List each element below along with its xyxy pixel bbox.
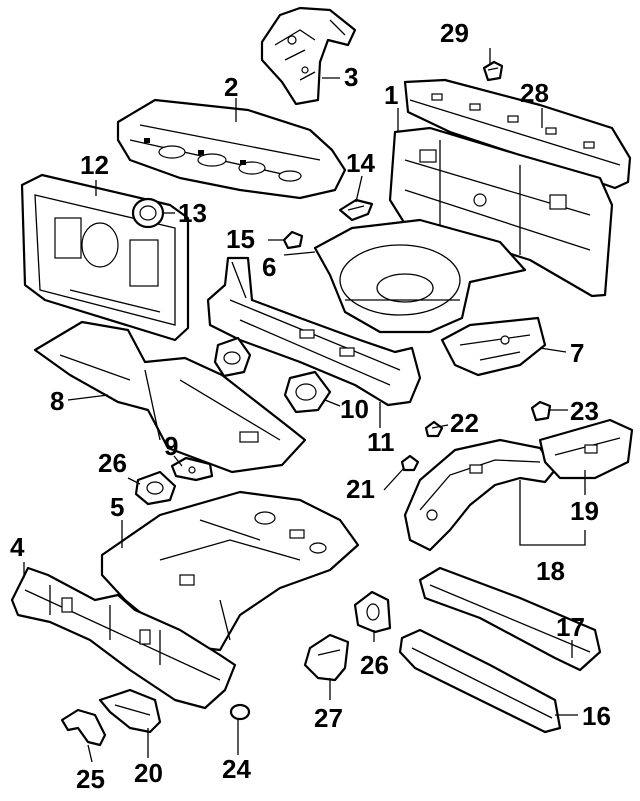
callout-2: 2 — [224, 72, 238, 102]
callout-26-upper: 26 — [98, 448, 127, 478]
callout-16: 16 — [582, 701, 611, 731]
callout-15: 15 — [226, 224, 255, 254]
part-27-bracket — [303, 633, 350, 682]
part-29-clip — [482, 60, 504, 82]
callout-25: 25 — [76, 764, 105, 794]
part-4-crossmember — [10, 566, 237, 710]
callout-13: 13 — [178, 198, 207, 228]
callout-24: 24 — [222, 754, 251, 784]
callout-1: 1 — [384, 80, 398, 110]
callout-14: 14 — [346, 148, 375, 178]
part-23-clip — [530, 400, 552, 422]
part-7-bracket — [440, 316, 547, 377]
callout-27: 27 — [314, 703, 343, 733]
callout-4: 4 — [10, 532, 25, 562]
callout-29: 29 — [440, 18, 469, 48]
callout-7: 7 — [570, 338, 584, 368]
callout-17: 17 — [556, 612, 585, 642]
part-26-plate-lower — [353, 590, 392, 634]
part-26-grommet-plate-upper — [134, 470, 177, 506]
callout-5: 5 — [110, 492, 124, 522]
callout-20: 20 — [134, 758, 163, 788]
callout-labels: 1 2 3 4 5 6 7 8 9 10 11 12 13 14 15 16 1… — [10, 18, 611, 794]
callout-28: 28 — [520, 78, 549, 108]
callout-9: 9 — [164, 431, 178, 461]
part-25-brace — [60, 708, 107, 747]
callout-3: 3 — [344, 62, 358, 92]
part-10-plate — [283, 370, 332, 414]
part-22-clip — [424, 420, 444, 438]
callout-21: 21 — [346, 474, 375, 504]
part-5-main-floor — [100, 490, 360, 652]
part-14-bracket — [338, 198, 374, 222]
part-24-plug — [229, 703, 251, 721]
callout-23: 23 — [570, 396, 599, 426]
leader-lines — [23, 48, 586, 763]
part-18-wheelhouse — [403, 438, 557, 552]
callout-18: 18 — [536, 556, 565, 586]
part-8-floor-pan — [33, 320, 307, 474]
callout-26-lower: 26 — [360, 650, 389, 680]
part-6-spare-tire-well — [313, 218, 527, 334]
part-12-panel — [20, 173, 190, 342]
callout-6: 6 — [262, 252, 276, 282]
part-17-rail — [418, 566, 602, 672]
callout-19: 19 — [570, 496, 599, 526]
callout-12: 12 — [80, 150, 109, 180]
part-plate-upper — [213, 336, 252, 378]
part-11-crossmember — [206, 256, 422, 407]
part-2-rear-shelf — [116, 98, 347, 200]
part-28-rail — [403, 78, 632, 190]
part-16-rail — [398, 628, 562, 734]
part-9-bracket — [170, 456, 214, 482]
part-21-clip — [400, 454, 420, 472]
callout-8: 8 — [50, 386, 64, 416]
part-19-extension — [538, 418, 634, 480]
part-15-plug — [282, 230, 304, 250]
part-13-grommet — [131, 197, 165, 229]
part-3-bracket — [260, 6, 357, 106]
callout-22: 22 — [450, 408, 479, 438]
part-20-bracket — [98, 688, 162, 734]
callout-11: 11 — [367, 427, 395, 457]
callout-10: 10 — [340, 394, 369, 424]
